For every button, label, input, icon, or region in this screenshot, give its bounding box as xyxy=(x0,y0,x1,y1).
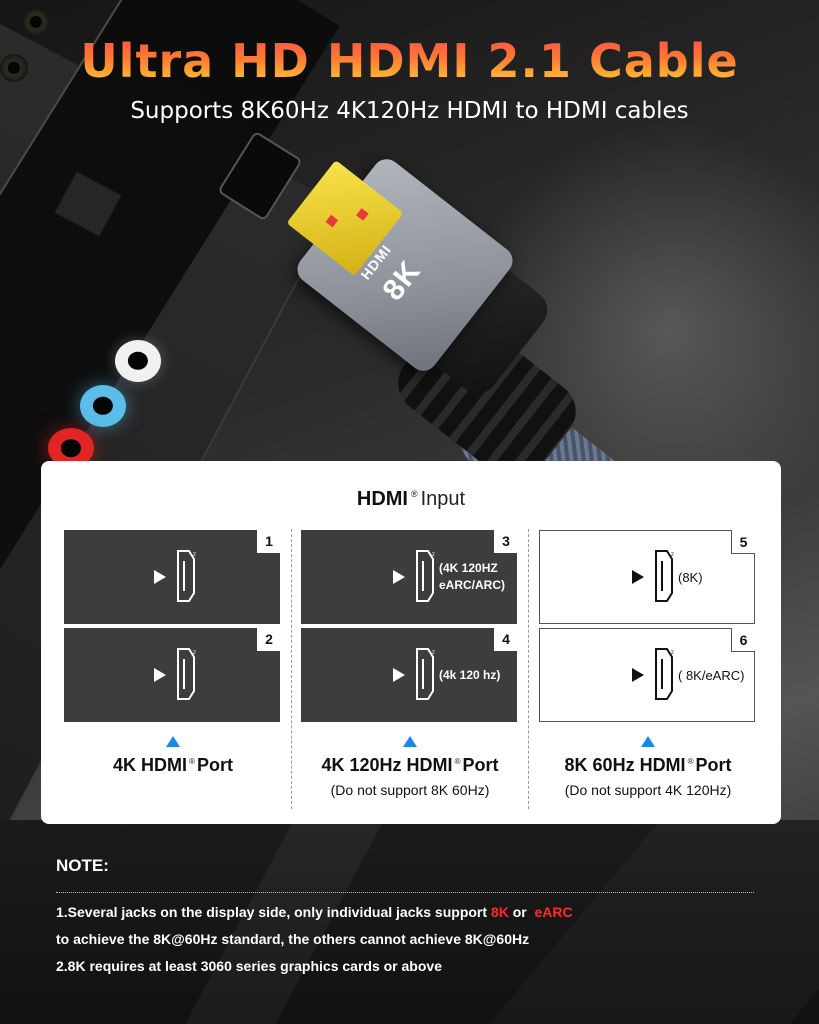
play-arrow-icon xyxy=(154,570,166,584)
hdmi-port-2: 2 2 xyxy=(64,627,281,722)
blue-audio-jack-icon xyxy=(80,385,126,427)
play-arrow-icon xyxy=(393,570,405,584)
pointer-triangle-icon xyxy=(641,736,655,747)
svg-text:2: 2 xyxy=(193,650,196,656)
port-type-label: 4K 120Hz HDMI xyxy=(321,755,453,775)
port-suffix: Port xyxy=(196,755,233,775)
note-line-2: to achieve the 8K@60Hz standard, the oth… xyxy=(56,931,530,947)
column-divider xyxy=(291,529,292,809)
play-arrow-icon xyxy=(632,570,644,584)
hdmi-port-6: 6 2 ( 8K/eARC) xyxy=(539,628,755,722)
hdmi-port-icon: 2 xyxy=(415,647,435,703)
port-note: ( 8K/eARC) xyxy=(678,667,745,683)
notes-title: NOTE: xyxy=(56,856,109,875)
port-note: (8K) xyxy=(678,569,703,585)
connector-pin xyxy=(325,214,339,228)
port-limitation: (Do not support 8K 60Hz) xyxy=(330,782,490,798)
registered-mark: ® xyxy=(687,757,694,766)
note-text: 1.Several jacks on the display side, onl… xyxy=(56,904,491,920)
port-note-line: eARC/ARC) xyxy=(439,578,505,592)
svg-text:2: 2 xyxy=(432,650,435,656)
svg-text:2: 2 xyxy=(671,650,674,656)
hdmi-input-card: HDMI®Input 1 2 2 2 4K HDMI®Port xyxy=(41,461,781,824)
registered-mark: ® xyxy=(410,489,418,500)
note-line-3: 2.8K requires at least 3060 series graph… xyxy=(56,958,442,974)
port-suffix: Port xyxy=(462,755,499,775)
port-group-4k: 1 2 2 2 4K HDMI®Port xyxy=(64,529,282,775)
card-title: HDMI®Input xyxy=(41,488,781,511)
port-type-label: 4K HDMI xyxy=(113,755,188,775)
port-suffix: Port xyxy=(695,755,732,775)
port-group-label: 4K HDMI®Port xyxy=(64,736,282,776)
registered-mark: ® xyxy=(189,757,195,766)
highlight-8k: 8K xyxy=(490,904,509,920)
pointer-triangle-icon xyxy=(403,736,417,747)
notes-section: NOTE: 1.Several jacks on the display sid… xyxy=(56,856,756,974)
dotted-divider xyxy=(56,892,754,893)
port-group-label: 4K 120Hz HDMI®Port (Do not support 8K 60… xyxy=(301,736,519,798)
hdmi-port-icon: 2 xyxy=(176,647,196,703)
pointer-triangle-icon xyxy=(166,736,180,747)
note-text: or xyxy=(508,904,535,920)
port-limitation: (Do not support 4K 120Hz) xyxy=(564,782,732,798)
port-number: 4 xyxy=(494,627,518,651)
port-number: 1 xyxy=(257,529,281,553)
hdmi-port-3: 3 2 (4K 120HZ eARC/ARC) xyxy=(301,529,518,624)
hdmi-port-icon: 2 xyxy=(654,549,674,605)
play-arrow-icon xyxy=(393,668,405,682)
hdmi-port-icon: 2 xyxy=(176,549,196,605)
connector-pin xyxy=(356,208,369,221)
card-title-input: Input xyxy=(420,488,466,510)
port-note-line: (4K 120HZ xyxy=(439,561,498,575)
play-arrow-icon xyxy=(154,668,166,682)
dark-jack-icon xyxy=(0,54,28,82)
port-note: (4K 120HZ eARC/ARC) xyxy=(439,560,505,594)
hdmi-port-5: 5 2 (8K) xyxy=(539,530,755,624)
dark-jack-icon xyxy=(22,8,50,36)
port-group-label: 8K 60Hz HDMI®Port (Do not support 4K 120… xyxy=(539,736,757,798)
svg-text:2: 2 xyxy=(193,552,196,558)
port-group-4k120: 3 2 (4K 120HZ eARC/ARC) 4 2 (4k 120 hz) xyxy=(301,529,519,798)
hdmi-port-1: 1 2 xyxy=(64,529,281,624)
port-number: 5 xyxy=(731,530,755,554)
hdmi-port-icon: 2 xyxy=(654,647,674,703)
header: Ultra HD HDMI 2.1 Cable Supports 8K60Hz … xyxy=(0,34,819,124)
note-line-1: 1.Several jacks on the display side, onl… xyxy=(56,904,756,920)
page-subtitle: Supports 8K60Hz 4K120Hz HDMI to HDMI cab… xyxy=(130,98,689,124)
registered-mark: ® xyxy=(454,757,461,766)
port-number: 2 xyxy=(257,627,281,651)
port-note: (4k 120 hz) xyxy=(439,667,501,682)
port-number: 3 xyxy=(494,529,518,553)
port-group-8k60: 5 2 (8K) 6 2 ( 8K/eARC) 8K 60Hz HDMI®Por… xyxy=(539,530,757,798)
highlight-earc: eARC xyxy=(534,904,573,920)
hdmi-port-4: 4 2 (4k 120 hz) xyxy=(301,627,518,722)
column-divider xyxy=(528,529,529,809)
play-arrow-icon xyxy=(632,668,644,682)
hdmi-port-icon: 2 xyxy=(415,549,435,605)
port-type-label: 8K 60Hz HDMI xyxy=(564,755,686,775)
white-audio-jack-icon xyxy=(115,340,161,382)
svg-text:2: 2 xyxy=(432,552,435,558)
card-title-hdmi: HDMI xyxy=(356,488,408,510)
page-title: Ultra HD HDMI 2.1 Cable xyxy=(80,34,739,88)
port-number: 6 xyxy=(731,628,755,652)
svg-text:2: 2 xyxy=(671,552,674,558)
